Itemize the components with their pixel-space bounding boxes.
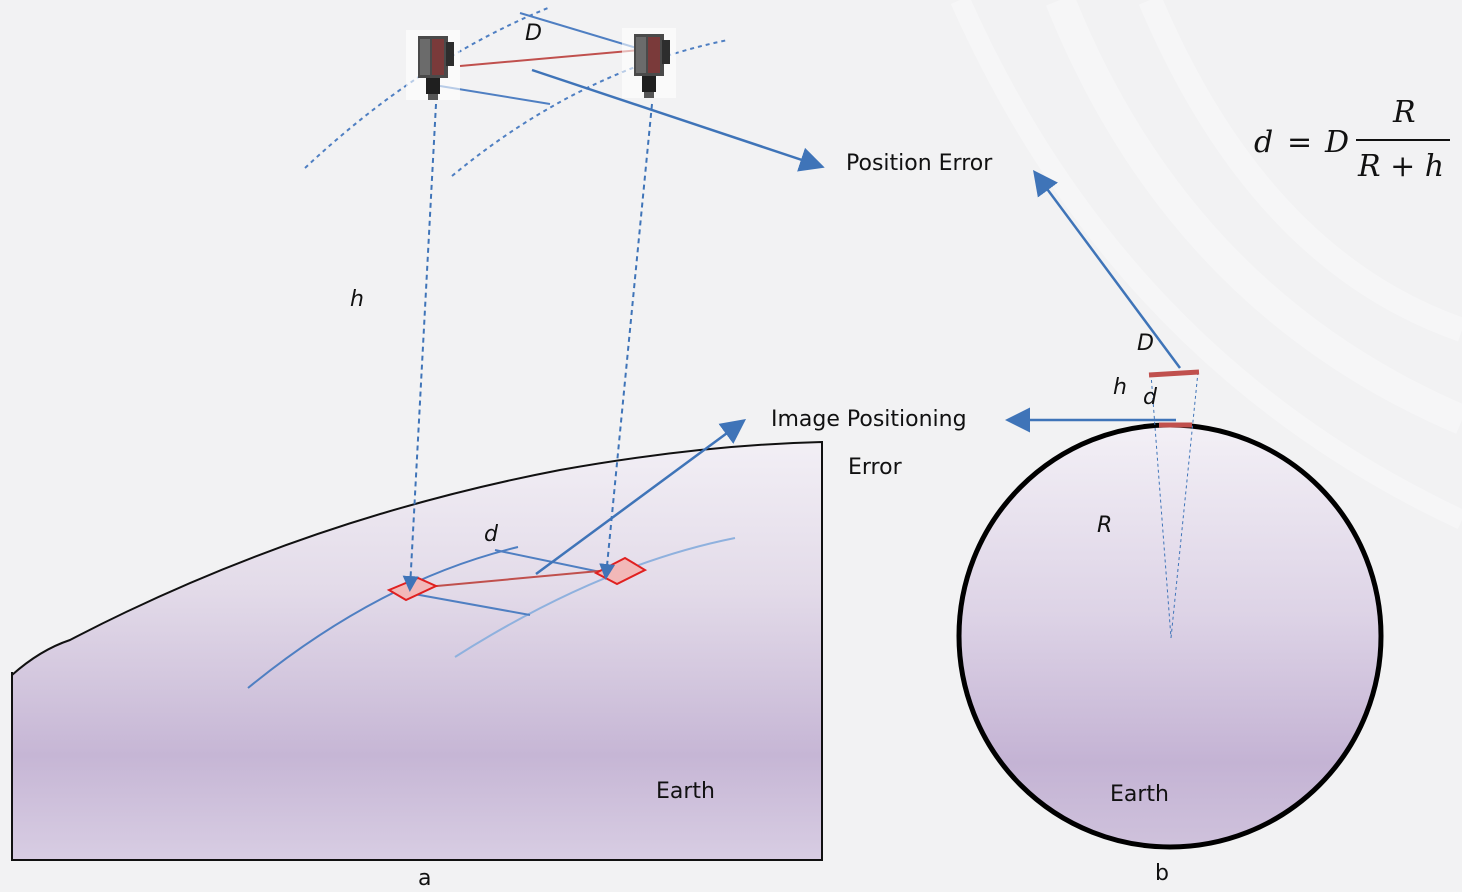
image-positioning-label-line2: Error — [848, 455, 903, 480]
orbit-arc-1 — [304, 7, 549, 169]
panel-a: D h d Earth a — [11, 7, 825, 891]
position-error-arrow-b — [1033, 169, 1182, 369]
position-error-label: Position Error — [846, 151, 993, 176]
background-streaks — [950, 0, 1462, 530]
label-d-a: d — [484, 522, 499, 547]
earth-label-b: Earth — [1110, 782, 1169, 807]
satellite-icon — [622, 28, 676, 98]
d-guide-line-2 — [413, 593, 531, 616]
label-h-a: h — [350, 287, 364, 312]
image-positioning-label-line1: Image Positioning — [771, 407, 967, 432]
formula-factor: D — [1324, 125, 1349, 160]
satellite-icon — [406, 30, 460, 100]
formula-lhs: d — [1254, 125, 1273, 160]
panel-b: D h d R Earth b — [956, 169, 1384, 886]
earth-label-a: Earth — [656, 779, 715, 804]
formula-equals: = — [1287, 125, 1312, 160]
formula-denominator: R + h — [1357, 149, 1444, 184]
cone-line-1 — [1150, 373, 1172, 639]
D-satellite-link — [459, 49, 641, 67]
label-D-b: D — [1137, 331, 1154, 356]
formula: d = D R R + h — [1254, 95, 1450, 184]
position-error-arrow-a — [531, 68, 825, 172]
d-ground-link — [414, 569, 611, 589]
label-h-b: h — [1113, 375, 1127, 400]
ground-track-2 — [454, 537, 736, 658]
ground-track-1 — [247, 546, 519, 689]
D-segment-b — [1148, 369, 1200, 378]
orbit-arc-2 — [451, 39, 729, 177]
nadir-line-2 — [599, 103, 653, 580]
cone-line-2 — [1170, 371, 1199, 639]
label-D-a: D — [525, 21, 542, 46]
caption-a: a — [418, 866, 431, 891]
label-d-b: d — [1143, 385, 1158, 410]
earth-circle-b — [956, 422, 1384, 850]
label-R-b: R — [1097, 513, 1112, 538]
image-positioning-arrow-a — [535, 419, 747, 576]
formula-numerator: R — [1392, 95, 1416, 130]
caption-b: b — [1155, 861, 1169, 886]
